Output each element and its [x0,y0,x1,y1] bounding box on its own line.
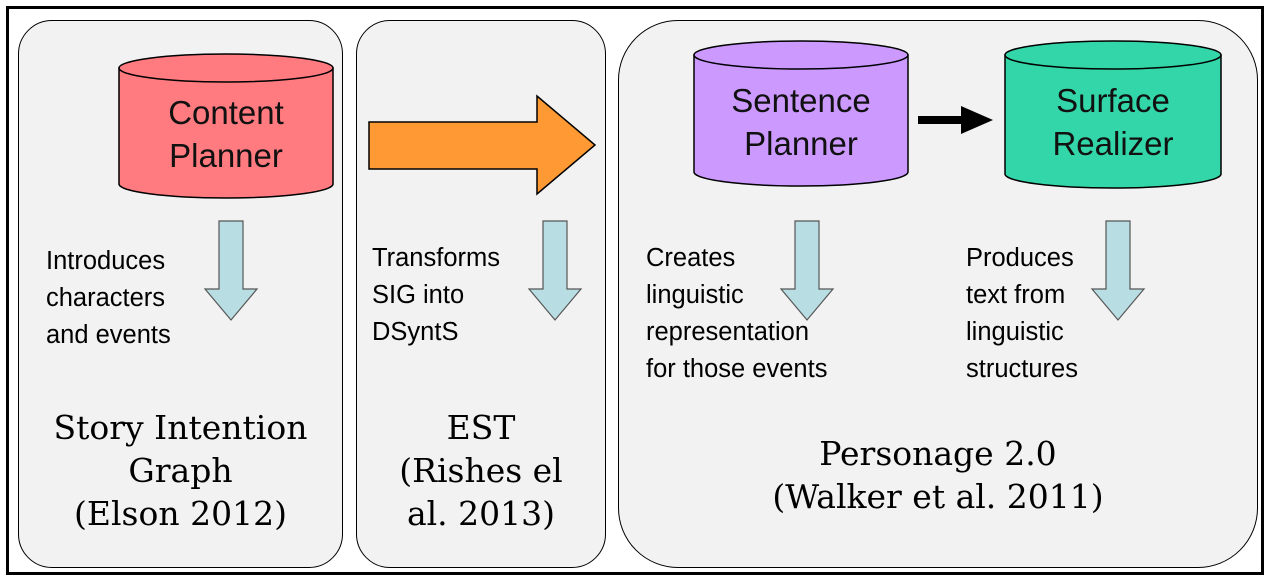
reference-line: Personage 2.0 [819,434,1057,473]
sentence-planner-cylinder-top [693,40,909,70]
surface-realizer-label-line: Realizer [1052,125,1174,162]
transform-block-arrow [368,94,597,196]
surface-realizer-down-arrow [1090,220,1146,321]
reference-line: (Rishes el [399,451,563,490]
reference-line: (Walker et al. 2011) [772,477,1104,516]
sentence-planner-cylinder [693,40,909,187]
reference-line: Graph [128,451,233,490]
description-line: DSyntS [372,318,459,346]
reference-line: EST [446,408,516,447]
sentence-planner-label-line: Sentence [731,82,871,119]
description-line: linguistic [966,318,1064,346]
surface-realizer-cylinder-top [1004,40,1222,70]
personage-reference: Personage 2.0 (Walker et al. 2011) [618,432,1258,518]
sig-reference: Story Intention Graph (Elson 2012) [18,406,343,535]
content-planner-label: Content Planner [119,91,333,177]
content-planner-description: Introduces characters and events [46,243,171,354]
description-line: characters [46,284,166,312]
est-description: Transforms SIG into DSyntS [372,240,500,351]
content-planner-label-line: Content [168,94,284,131]
description-line: linguistic [646,281,744,309]
description-line: Transforms [372,244,500,272]
description-line: text from [966,281,1066,309]
description-line: Introduces [46,247,166,275]
description-line: and events [46,321,171,349]
reference-line: al. 2013) [406,494,556,533]
surface-realizer-label-line: Surface [1056,82,1170,119]
est-reference: EST (Rishes el al. 2013) [356,406,606,535]
surface-realizer-label: Surface Realizer [1005,79,1221,165]
content-planner-cylinder-top [118,53,334,83]
sentence-planner-label: Sentence Planner [694,79,908,165]
sentence-planner-description: Creates linguistic representation for th… [646,240,827,388]
content-planner-down-arrow [203,220,259,321]
connector-arrow [918,106,993,134]
content-planner-label-line: Planner [169,137,283,174]
sentence-planner-down-arrow [779,220,835,321]
sentence-planner-label-line: Planner [744,125,858,162]
surface-realizer-description: Produces text from linguistic structures [966,240,1078,388]
surface-realizer-cylinder-body [1004,54,1222,189]
description-line: for those events [646,355,828,383]
description-line: Produces [966,244,1074,272]
surface-realizer-cylinder [1004,40,1222,189]
content-planner-cylinder [118,53,334,199]
est-down-arrow [527,220,583,321]
description-line: representation [646,318,810,346]
reference-line: (Elson 2012) [74,494,287,533]
content-planner-cylinder-body [118,67,334,199]
description-line: Creates [646,244,736,272]
description-line: SIG into [372,281,465,309]
sentence-planner-cylinder-body [693,54,909,187]
description-line: structures [966,355,1078,383]
reference-line: Story Intention [53,408,308,447]
